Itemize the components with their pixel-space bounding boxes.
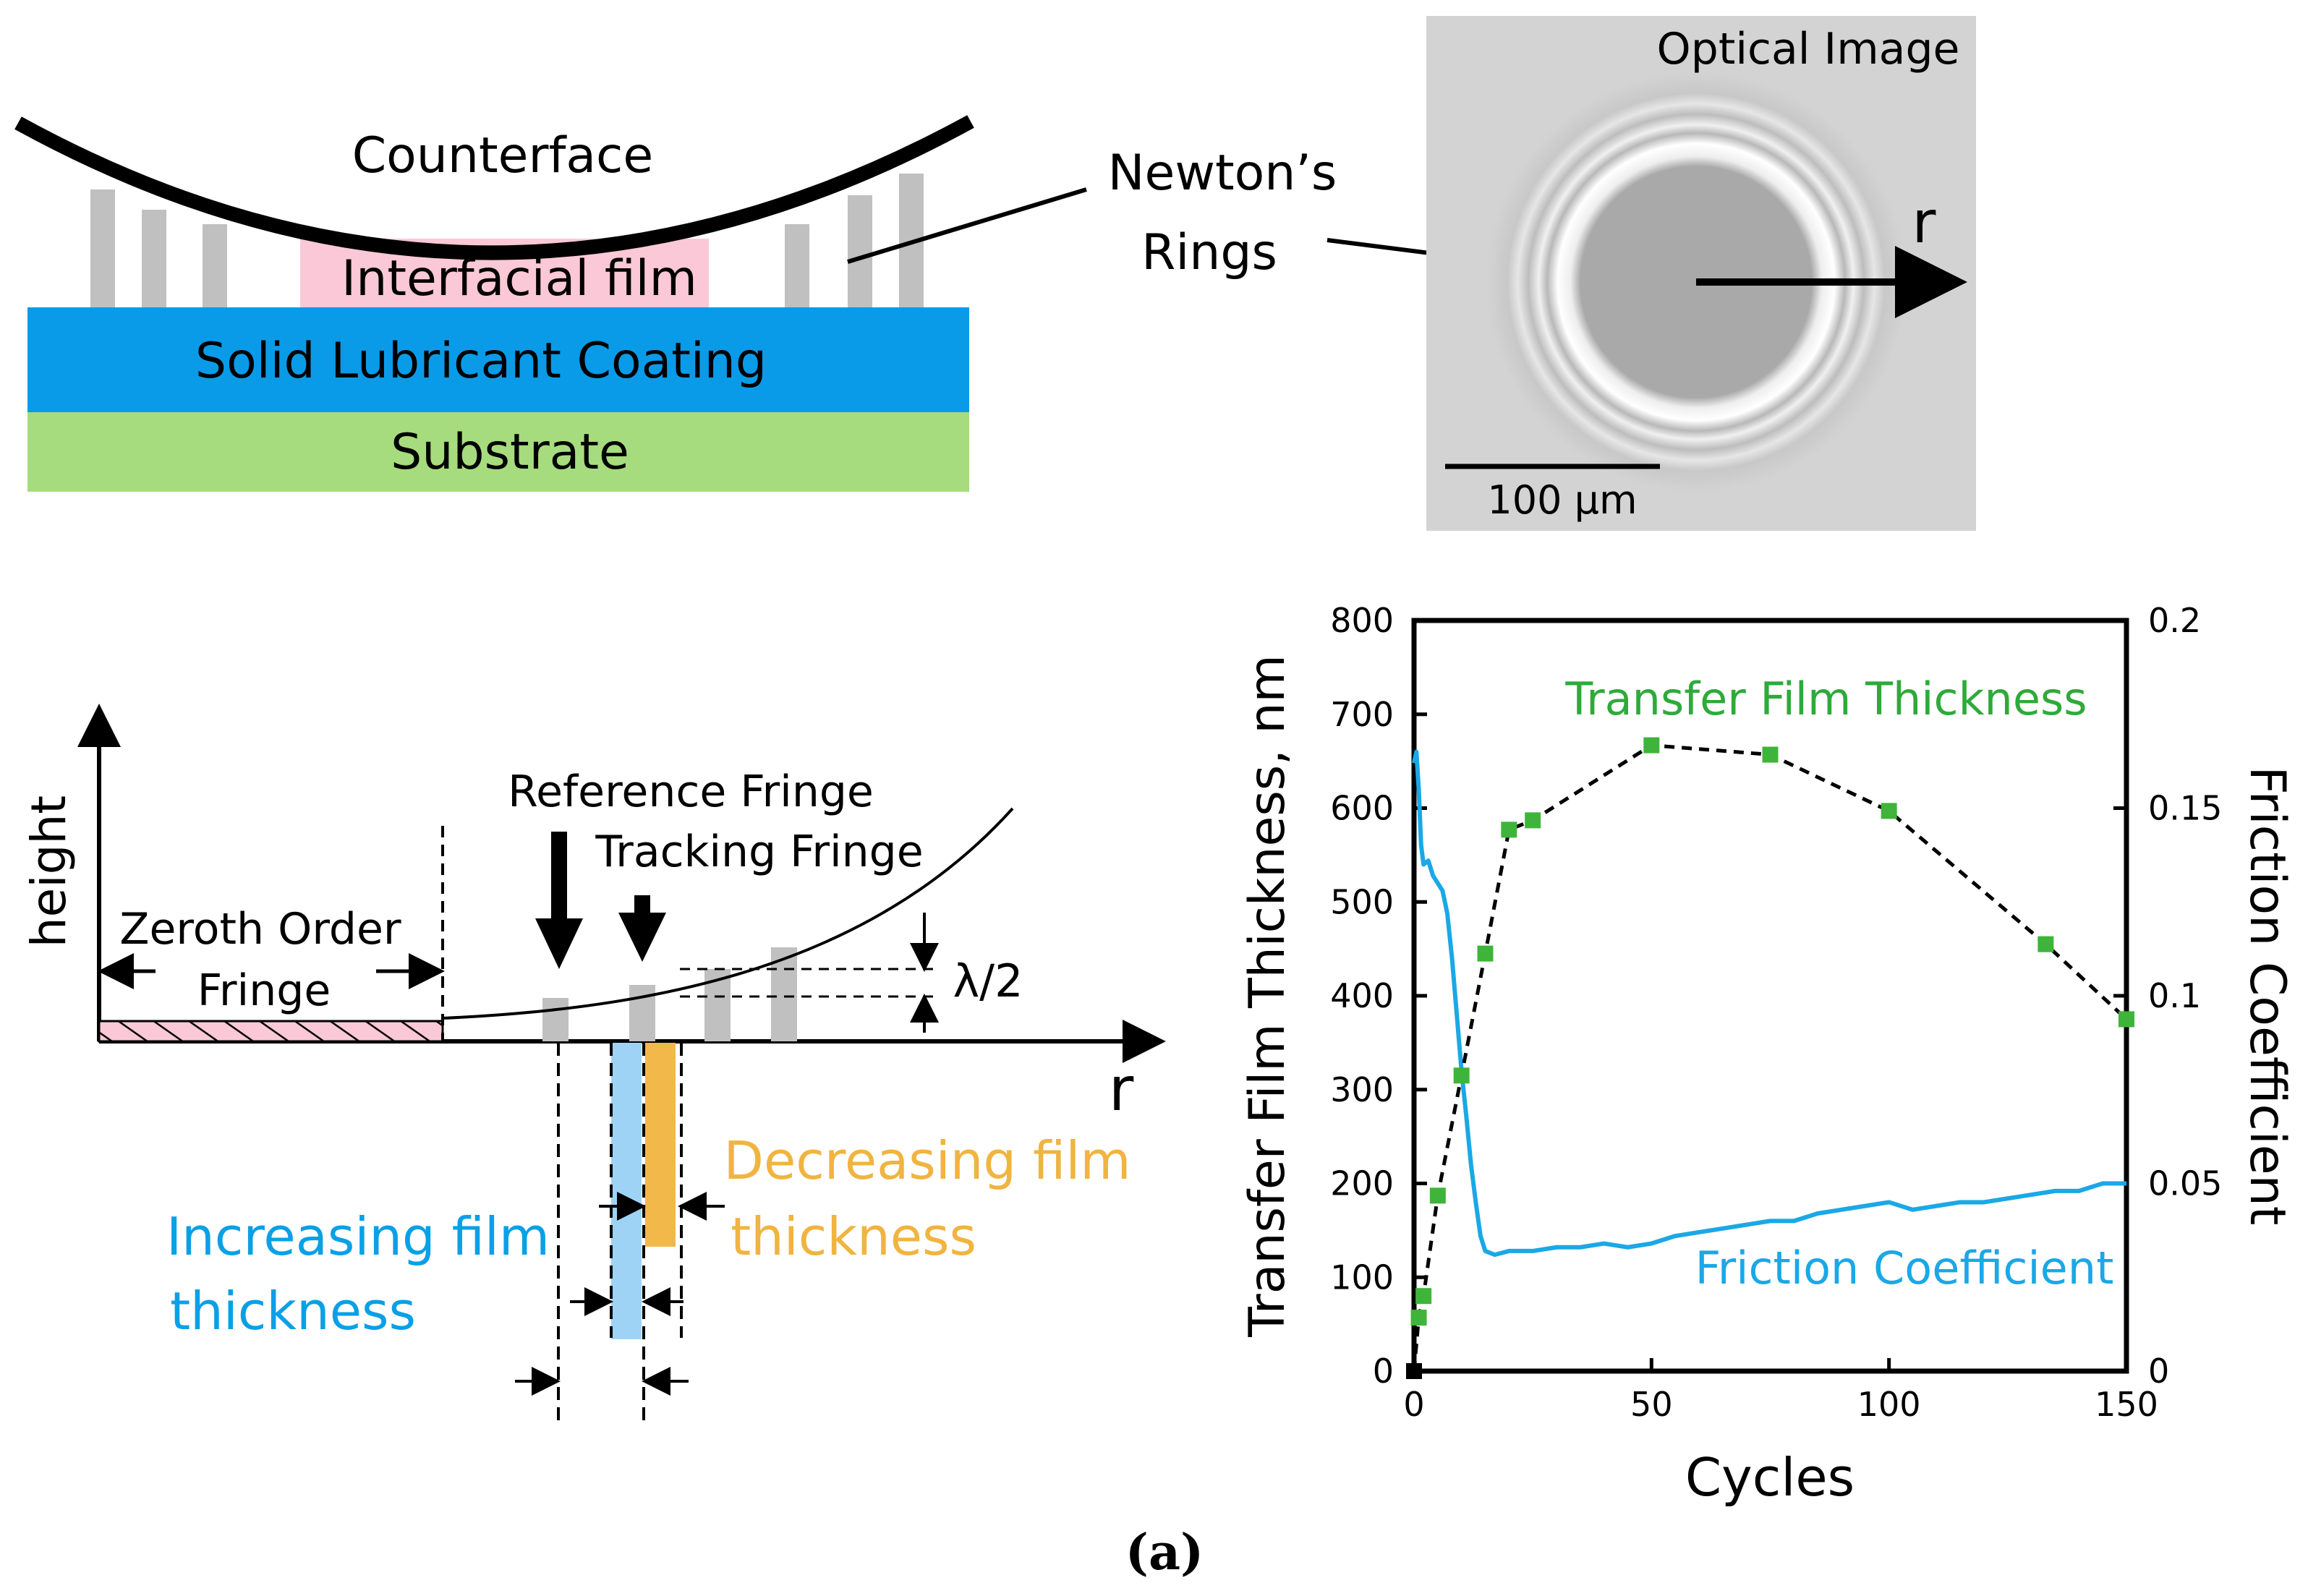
thickness-point bbox=[2037, 936, 2054, 952]
pillar bbox=[848, 195, 872, 307]
thickness-point bbox=[1881, 803, 1897, 819]
figure-caption: (a) bbox=[1125, 1524, 1204, 1582]
decreasing-thickness-label-line1: Decreasing film bbox=[724, 1130, 1131, 1191]
tracking-fringe-arrow bbox=[618, 895, 666, 962]
x-axis-ticks: 0 50 100 150 bbox=[1403, 1358, 2158, 1424]
tracking-fringe-label: Tracking Fringe bbox=[595, 827, 923, 877]
x-tick-label: 0 bbox=[1403, 1385, 1424, 1424]
decreasing-thickness-label-line2: thickness bbox=[731, 1206, 976, 1267]
y-right-tick-label: 0 bbox=[2148, 1352, 2169, 1391]
newtons-rings-label-line2: Rings bbox=[1141, 224, 1277, 281]
y-tick-label: 800 bbox=[1330, 601, 1394, 640]
thickness-point bbox=[1453, 1067, 1470, 1084]
y-right-axis-ticks: 0 0.05 0.1 0.15 0.2 bbox=[2113, 601, 2222, 1391]
thickness-point bbox=[1410, 1310, 1427, 1326]
fringe-pillar bbox=[542, 998, 569, 1041]
thickness-point bbox=[1406, 1363, 1422, 1379]
thickness-series-label: Transfer Film Thickness bbox=[1564, 673, 2087, 725]
zeroth-order-label-line1: Zeroth Order bbox=[119, 904, 401, 955]
newtons-rings-label-line1: Newton’s bbox=[1108, 145, 1337, 202]
y-tick-label: 400 bbox=[1330, 976, 1394, 1015]
optical-image-title: Optical Image bbox=[1657, 24, 1960, 74]
substrate-layer bbox=[27, 412, 969, 492]
contact-schematic: Substrate Solid Lubricant Coating Interf… bbox=[14, 115, 1516, 492]
fringe-diagram: height r Zeroth Order Fringe Reference F… bbox=[21, 704, 1166, 1423]
friction-series-label: Friction Coefficient bbox=[1695, 1242, 2114, 1294]
y-right-axis-title: Friction Coefficient bbox=[2239, 767, 2296, 1226]
increasing-thickness-label-line1: Increasing film bbox=[166, 1206, 550, 1267]
y-tick-label: 0 bbox=[1373, 1352, 1394, 1391]
zeroth-order-region bbox=[98, 1020, 444, 1043]
x-tick-label: 50 bbox=[1630, 1385, 1673, 1424]
thickness-point bbox=[1643, 737, 1660, 754]
y-axis-title: Transfer Film Thickness, nm bbox=[1239, 654, 1296, 1338]
contact-pillars bbox=[90, 174, 924, 307]
scale-bar-label: 100 μm bbox=[1487, 477, 1637, 523]
y-right-tick-label: 0.15 bbox=[2148, 789, 2222, 828]
newtons-rings-leader-left bbox=[847, 187, 1087, 264]
thickness-point bbox=[1501, 822, 1517, 838]
counterface-label: Counterface bbox=[352, 127, 654, 184]
decreasing-thickness-bar bbox=[645, 1043, 676, 1247]
fringe-pillars bbox=[542, 947, 797, 1041]
thickness-point bbox=[1415, 1288, 1432, 1305]
y-tick-label: 500 bbox=[1330, 882, 1394, 921]
radius-label: r bbox=[1912, 189, 1936, 256]
height-axis-label: height bbox=[21, 795, 77, 947]
substrate-label: Substrate bbox=[391, 424, 629, 481]
thickness-friction-chart: 0 50 100 150 0 100 200 300 400 500 600 700 800 0 0.0… bbox=[1239, 601, 2296, 1508]
x-tick-label: 150 bbox=[2095, 1385, 2158, 1424]
y-tick-label: 100 bbox=[1330, 1258, 1394, 1297]
y-tick-label: 200 bbox=[1330, 1164, 1394, 1203]
y-tick-label: 300 bbox=[1330, 1070, 1394, 1109]
friction-series bbox=[1412, 749, 2126, 1258]
reference-fringe-arrow bbox=[535, 832, 583, 969]
x-axis-title: Cycles bbox=[1685, 1447, 1855, 1508]
coating-label: Solid Lubricant Coating bbox=[195, 333, 767, 390]
pillar bbox=[785, 224, 809, 307]
pillar bbox=[203, 224, 227, 307]
thickness-point bbox=[2118, 1011, 2134, 1028]
interfacial-film-label: Interfacial film bbox=[341, 250, 697, 307]
increasing-thickness-label-line2: thickness bbox=[170, 1281, 416, 1341]
thickness-point bbox=[1762, 746, 1779, 763]
pillar bbox=[90, 189, 115, 307]
coating-layer bbox=[27, 307, 969, 412]
y-tick-label: 600 bbox=[1330, 789, 1394, 828]
counterface-curve bbox=[14, 115, 974, 260]
optical-image: Optical Image r 100 μm bbox=[1426, 16, 1976, 531]
zeroth-order-label-line2: Fringe bbox=[197, 965, 331, 1016]
increasing-thickness-bar bbox=[611, 1043, 642, 1339]
thickness-point bbox=[1525, 812, 1541, 829]
y-axis-ticks: 0 100 200 300 400 500 600 700 800 bbox=[1330, 601, 1427, 1391]
x-tick-label: 100 bbox=[1857, 1385, 1921, 1424]
pillar bbox=[142, 210, 166, 307]
y-tick-label: 700 bbox=[1330, 695, 1394, 734]
reference-fringe-label: Reference Fringe bbox=[508, 767, 874, 817]
thickness-series bbox=[1406, 737, 2134, 1379]
y-right-tick-label: 0.1 bbox=[2148, 976, 2201, 1015]
y-right-tick-label: 0.2 bbox=[2148, 601, 2201, 640]
lambda-label: λ/2 bbox=[953, 955, 1023, 1007]
thickness-point bbox=[1429, 1187, 1446, 1204]
y-right-tick-label: 0.05 bbox=[2148, 1164, 2222, 1203]
r-axis-label: r bbox=[1109, 1054, 1134, 1125]
fringe-pillar bbox=[629, 985, 655, 1041]
friction-line bbox=[1412, 749, 2126, 1258]
thickness-point bbox=[1477, 945, 1494, 962]
